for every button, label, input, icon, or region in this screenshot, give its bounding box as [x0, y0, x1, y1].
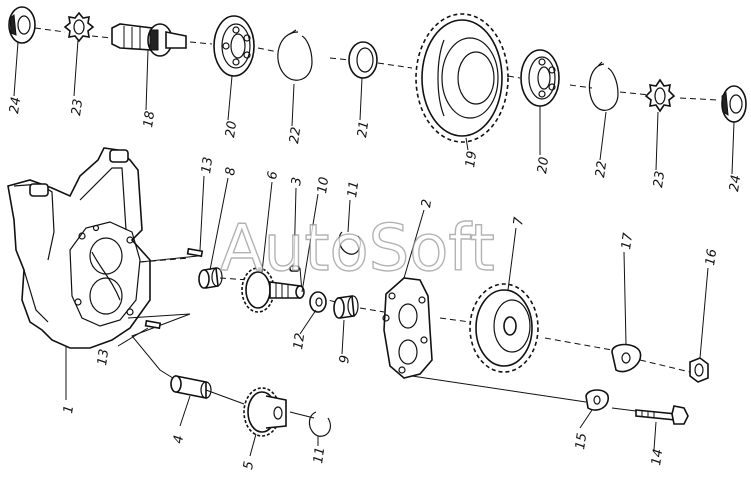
- label-15: 15: [573, 432, 590, 450]
- part-11-retaining-clip-upper: [338, 231, 362, 255]
- part-20-bearing-right: [520, 49, 560, 107]
- part-18-shaft: [111, 23, 187, 57]
- label-10: 10: [315, 176, 332, 194]
- part-23-toothed-washer-left: [63, 11, 95, 43]
- label-8: 8: [223, 166, 239, 176]
- label-13-upper: 13: [199, 156, 216, 174]
- part-6-drive-gear: [241, 267, 305, 313]
- label-1: 1: [61, 404, 77, 414]
- label-16: 16: [703, 248, 720, 266]
- part-4-axle: [170, 375, 212, 399]
- label-17: 17: [619, 231, 636, 250]
- label-9: 9: [337, 354, 353, 364]
- part-1-housing: [7, 147, 151, 349]
- part-20-bearing-left: [213, 15, 255, 77]
- part-21-spacer-ring: [348, 41, 378, 79]
- part-22-snap-ring-left: [277, 29, 313, 81]
- label-13-lower: 13: [95, 348, 112, 366]
- part-9-bush: [333, 295, 359, 319]
- part-22-snap-ring-right: [588, 61, 619, 111]
- bottom-axis-lines: [127, 255, 691, 419]
- part-16-nut: [689, 357, 709, 383]
- part-15-tab-washer: [585, 389, 609, 411]
- label-19: 19: [463, 150, 480, 168]
- part-2-cover-plate: [382, 277, 433, 379]
- part-labels: 24 23 18 20 22 21 19 20 22 23 24 13 8 6 …: [7, 96, 744, 470]
- part-23-toothed-washer-right: [644, 78, 676, 113]
- label-12: 12: [291, 332, 308, 350]
- label-23-left: 23: [69, 98, 86, 116]
- label-20-right: 20: [535, 156, 552, 174]
- label-3: 3: [289, 176, 305, 186]
- part-17-tab-washer: [611, 343, 642, 373]
- label-22-left: 22: [287, 126, 304, 144]
- label-21: 21: [355, 120, 372, 138]
- part-13-pin-lower: [144, 319, 162, 330]
- part-5-gear: [243, 387, 287, 437]
- part-7-driven-gear: [469, 283, 539, 373]
- part-19-large-gear: [415, 13, 509, 143]
- label-7: 7: [511, 216, 527, 227]
- label-6: 6: [265, 170, 281, 180]
- label-11-upper: 11: [345, 180, 362, 198]
- part-8-bush: [198, 267, 223, 289]
- watermark: AutoSoft: [220, 212, 495, 286]
- label-23-right: 23: [651, 170, 668, 188]
- label-18: 18: [141, 110, 158, 128]
- part-12-washer: [309, 291, 327, 313]
- label-24-right: 24: [727, 174, 744, 192]
- label-2: 2: [419, 198, 435, 208]
- part-24-lock-washer-right: [721, 85, 747, 123]
- top-axis-line: [34, 27, 719, 101]
- label-24-left: 24: [7, 96, 24, 114]
- part-13-pin-upper: [186, 247, 204, 258]
- leader-lines: [13, 39, 735, 457]
- label-4: 4: [171, 434, 187, 444]
- label-22-right: 22: [593, 160, 610, 178]
- part-11-retaining-clip-lower: [308, 411, 331, 437]
- label-14: 14: [649, 448, 666, 466]
- part-24-lock-washer-left: [8, 6, 36, 44]
- label-5: 5: [241, 460, 257, 470]
- part-14-bolt: [635, 405, 689, 425]
- label-20-left: 20: [223, 120, 240, 138]
- label-11-lower: 11: [311, 446, 328, 464]
